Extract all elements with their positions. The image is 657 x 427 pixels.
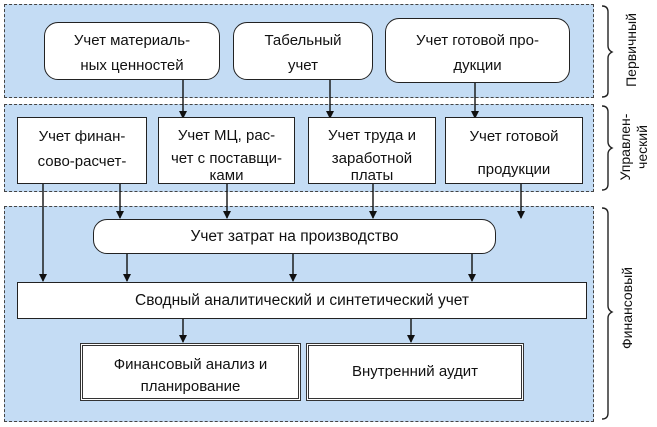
consolidated-accounting-label: Сводный аналитический и синтетический уч…	[135, 292, 469, 309]
management-level-label-line2: ческий	[634, 125, 650, 169]
financial-analysis-line2: планирование	[140, 378, 241, 395]
financial-analysis-box: Финансовый анализ и планирование	[80, 343, 301, 401]
consolidated-accounting-box: Сводный аналитический и синтетический уч…	[17, 282, 587, 319]
timesheet-accounting-box: Табельный учет	[233, 22, 373, 80]
materials-accounting-box: Учет материаль- ных ценностей	[44, 22, 220, 80]
labor-wages-line2: заработной	[331, 150, 413, 167]
timesheet-accounting-line2: учет	[287, 57, 319, 74]
cost-accounting-box: Учет затрат на производство	[93, 219, 496, 254]
financial-settlement-line1: Учет финан-	[38, 128, 126, 145]
finished-goods-accounting-line1: Учет готовой про-	[416, 32, 539, 49]
internal-audit-box: Внутренний аудит	[306, 343, 524, 401]
internal-audit-label: Внутренний аудит	[351, 363, 478, 380]
materials-suppliers-line3: ками	[209, 167, 244, 184]
materials-suppliers-box: Учет МЦ, рас- чет с поставщи- ками	[158, 117, 295, 184]
financial-level-label: Финансовый	[619, 267, 635, 349]
materials-suppliers-line1: Учет МЦ, рас-	[177, 127, 276, 144]
primary-level-label: Первичный	[623, 13, 639, 87]
management-level-label: Управлен- ческий	[617, 99, 651, 195]
financial-settlement-box: Учет финан- сово-расчет-	[17, 117, 147, 184]
finished-goods-accounting-box: Учет готовой про- дукции	[385, 18, 570, 83]
financial-analysis-line1: Финансовый анализ и	[113, 356, 268, 373]
cost-accounting-label: Учет затрат на производство	[190, 228, 399, 245]
materials-accounting-line1: Учет материаль-	[73, 32, 191, 49]
labor-wages-line3: платы	[350, 167, 394, 184]
materials-accounting-line2: ных ценностей	[80, 57, 184, 74]
timesheet-accounting-line1: Табельный	[264, 32, 342, 49]
finished-products-line2: продукции	[477, 161, 551, 178]
labor-wages-line1: Учет труда и	[328, 127, 416, 144]
finished-products-box: Учет готовой продукции	[445, 117, 583, 184]
labor-wages-box: Учет труда и заработной платы	[308, 117, 436, 184]
finished-goods-accounting-line2: дукции	[453, 57, 502, 74]
materials-suppliers-line2: чет с поставщи-	[170, 150, 283, 167]
management-level-label-line1: Управлен-	[617, 113, 633, 181]
financial-settlement-line2: сово-расчет-	[37, 153, 127, 170]
finished-products-line1: Учет готовой	[469, 128, 559, 145]
